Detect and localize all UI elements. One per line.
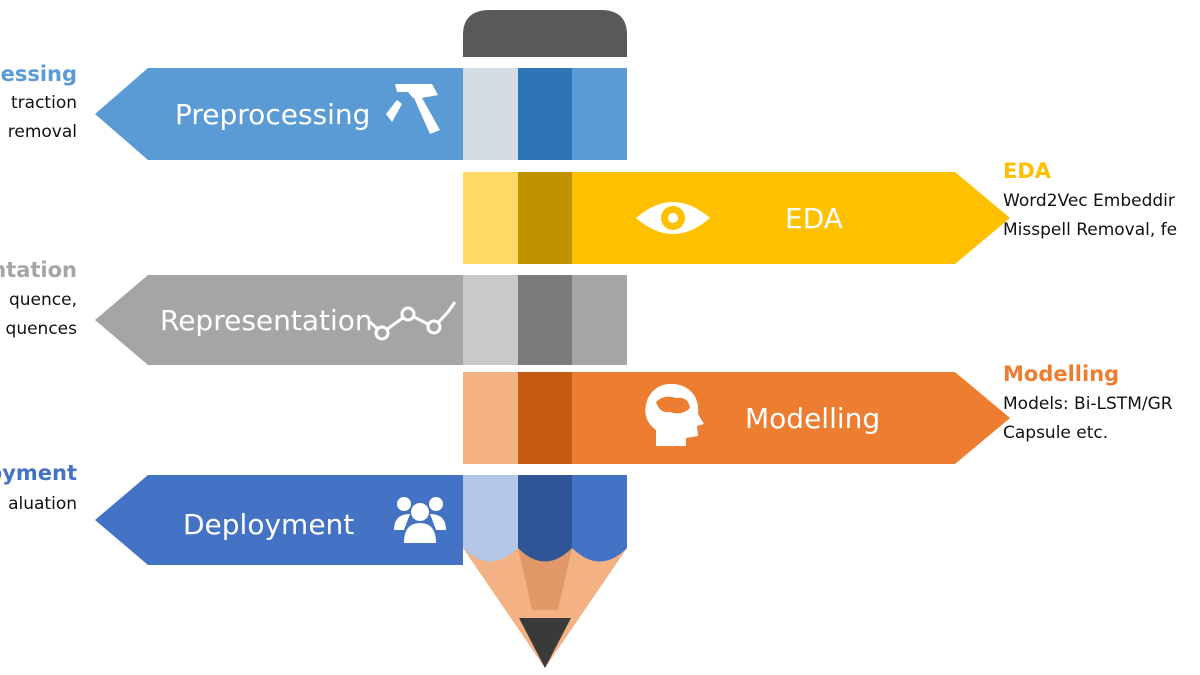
- side-note-title: ntation: [0, 258, 77, 282]
- step-preprocessing: Preprocessing: [95, 68, 627, 160]
- side-note-line: aluation: [8, 494, 77, 514]
- pencil-segment: [463, 68, 518, 160]
- people-group-icon: [394, 497, 446, 543]
- step-modelling: Modelling: [463, 372, 1010, 464]
- step-eda: EDA: [463, 172, 1010, 264]
- graph-nodes-icon: [368, 301, 457, 341]
- side-note-title: EDA: [1003, 159, 1052, 183]
- side-note-line: Misspell Removal, fe: [1003, 220, 1177, 240]
- pencil-segment: [518, 275, 572, 365]
- eda-arrow: [572, 172, 1010, 264]
- head-brain-icon: [645, 383, 704, 446]
- pencil-segment: [518, 68, 572, 160]
- representation-arrow: [95, 275, 463, 365]
- pencil-segment: [572, 68, 627, 160]
- side-note-line: quence,: [9, 290, 77, 310]
- pencil-segment: [463, 475, 518, 562]
- pencil-segment: [518, 475, 572, 562]
- step-representation: Representation: [95, 275, 627, 365]
- side-note-deployment: oyment aluation: [0, 461, 77, 514]
- pencil-segment: [572, 475, 627, 562]
- pencil-segment: [463, 172, 518, 264]
- pencil-segment: [572, 275, 627, 365]
- preprocessing-label: Preprocessing: [175, 98, 370, 131]
- side-note-line: Capsule etc.: [1003, 423, 1108, 443]
- side-note-line: Models: Bi-LSTM/GR: [1003, 394, 1173, 414]
- side-note-title: cessing: [0, 62, 77, 86]
- eye-icon: [636, 202, 710, 234]
- modelling-label: Modelling: [745, 402, 880, 435]
- pencil-eraser-cap: [463, 10, 627, 57]
- deployment-label: Deployment: [183, 508, 354, 541]
- side-note-title: oyment: [0, 461, 77, 485]
- side-note-line: removal: [8, 122, 77, 142]
- pencil-segment: [518, 172, 572, 264]
- pencil-tip: [463, 548, 627, 668]
- step-deployment: Deployment: [95, 475, 627, 565]
- deployment-arrow: [95, 475, 463, 565]
- eda-label: EDA: [785, 202, 843, 235]
- side-note-representation: ntation quence, quences: [0, 258, 77, 339]
- hammer-icon: [386, 84, 440, 134]
- pencil-segment: [463, 372, 518, 464]
- side-note-eda: EDA Word2Vec Embeddir Misspell Removal, …: [1003, 159, 1177, 240]
- representation-label: Representation: [160, 304, 373, 337]
- side-note-line: Word2Vec Embeddir: [1003, 191, 1175, 211]
- side-note-title: Modelling: [1003, 362, 1119, 386]
- preprocessing-arrow: [95, 68, 463, 160]
- pencil-segment: [518, 372, 572, 464]
- side-note-preprocessing: cessing traction removal: [0, 62, 77, 142]
- side-note-line: traction: [11, 93, 77, 113]
- side-note-modelling: Modelling Models: Bi-LSTM/GR Capsule etc…: [1003, 362, 1173, 443]
- side-note-line: quences: [6, 319, 78, 339]
- pencil-segment: [463, 275, 518, 365]
